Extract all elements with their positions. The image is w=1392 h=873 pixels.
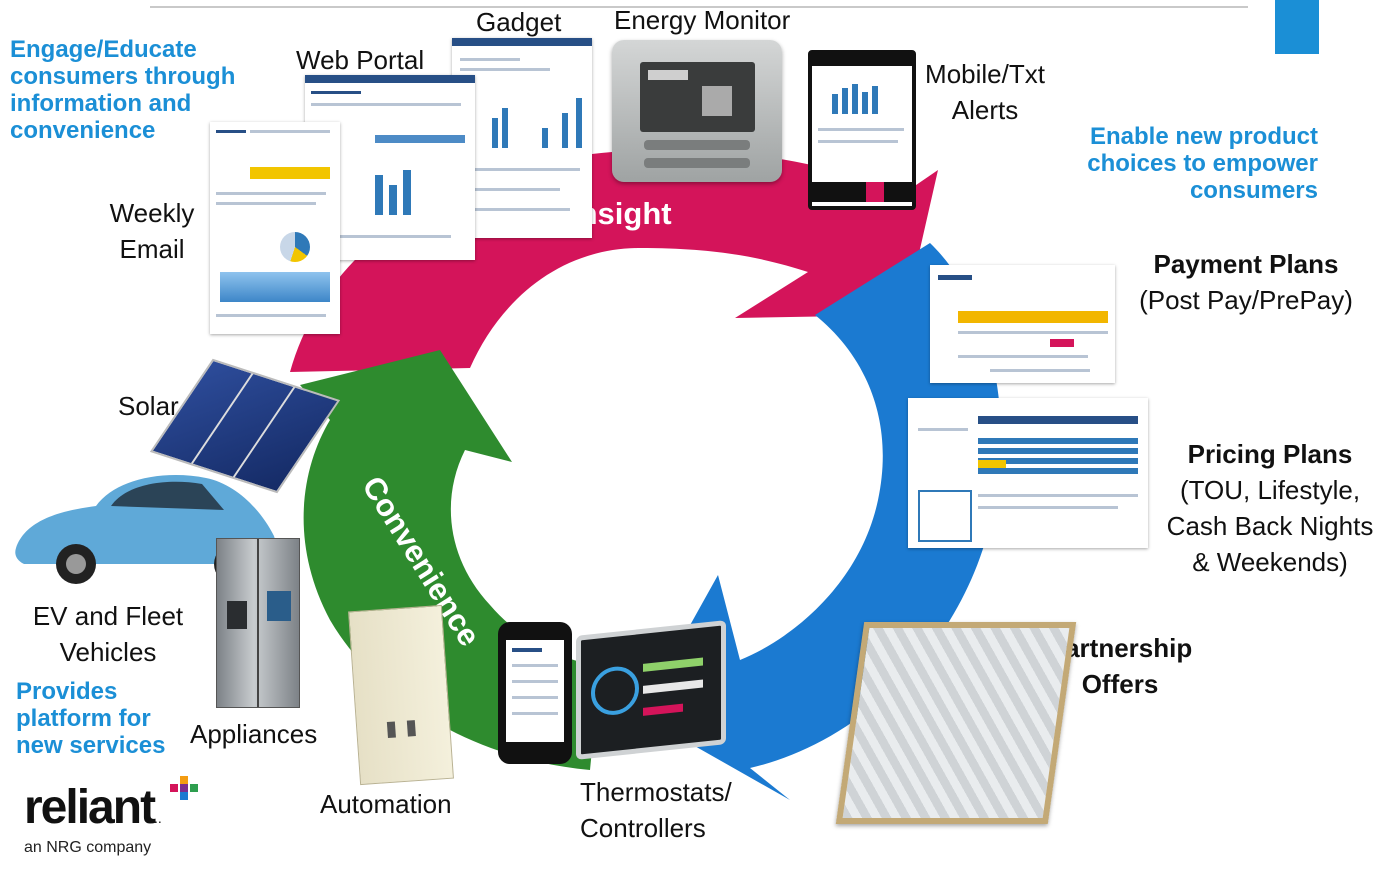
provides-note: Provides platform for new services xyxy=(16,678,166,759)
reliant-logo: reliant.. an NRG company xyxy=(24,776,198,857)
weekly-email-label: Weekly Email xyxy=(109,198,195,264)
reliant-star-icon xyxy=(170,776,198,800)
appliances-label: Appliances xyxy=(190,719,318,749)
ev-label: EV and Fleet Vehicles xyxy=(32,601,184,667)
gadget-label: Gadget xyxy=(476,7,562,37)
gadget-screenshot xyxy=(452,38,592,238)
automation-label: Automation xyxy=(320,789,452,819)
air-filter xyxy=(835,622,1077,824)
payment-plans-label: Payment Plans (Post Pay/PrePay) xyxy=(1139,249,1353,315)
logo-tagline: an NRG company xyxy=(24,839,152,856)
smartphone xyxy=(498,622,572,764)
reliant-wordmark: reliant xyxy=(24,781,156,834)
pricing-plans-label: Pricing Plans (TOU, Lifestyle, Cash Back… xyxy=(1166,439,1374,577)
refrigerator xyxy=(216,538,300,708)
payment-plans-document xyxy=(930,265,1115,383)
trademark: .. xyxy=(154,810,162,826)
automation-plug xyxy=(348,604,454,786)
weekly-email-screenshot xyxy=(210,122,340,334)
web-portal-label: Web Portal xyxy=(296,45,425,75)
solar-label: Solar xyxy=(118,391,179,421)
corner-accent xyxy=(1275,0,1319,54)
pricing-plans-document xyxy=(908,398,1148,548)
thermostats-label: Thermostats/ Controllers xyxy=(580,777,732,843)
top-rule xyxy=(150,6,1248,8)
energy-monitor-device xyxy=(612,40,782,182)
thermostat-controller xyxy=(576,620,726,760)
energy-monitor-label: Energy Monitor xyxy=(614,5,791,35)
enable-note: Enable new product choices to empower co… xyxy=(1087,123,1318,204)
mobile-phone xyxy=(808,50,916,210)
engage-note: Engage/Educate consumers through informa… xyxy=(10,36,236,144)
mobile-alerts-label: Mobile/Txt Alerts xyxy=(925,59,1045,125)
